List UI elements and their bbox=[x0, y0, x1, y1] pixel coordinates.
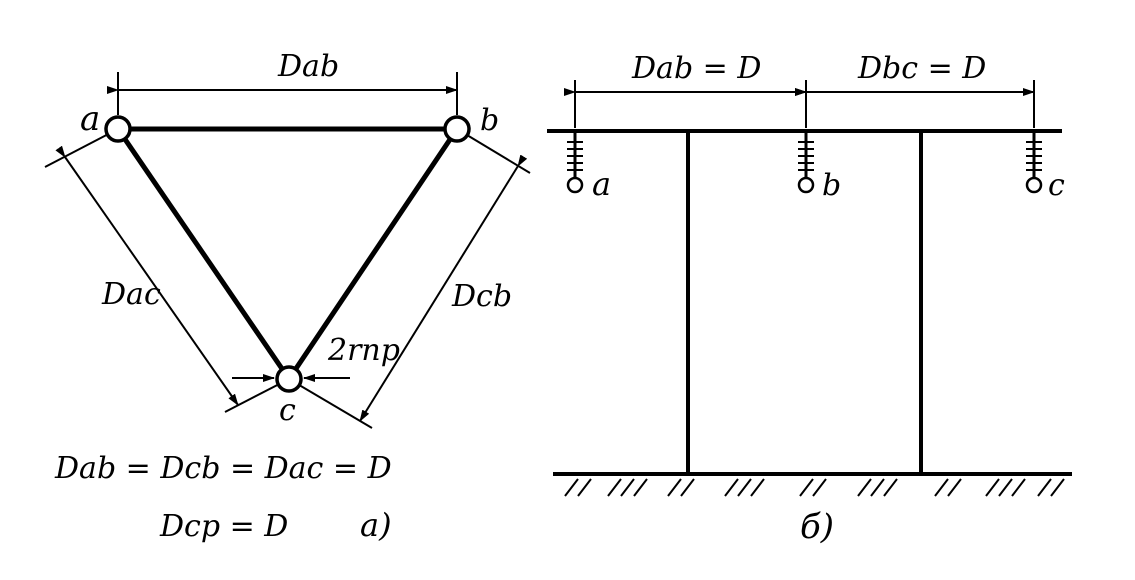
insulator-c bbox=[1025, 131, 1043, 194]
dimension-cb bbox=[288, 128, 531, 429]
conductor-b bbox=[443, 115, 471, 143]
insulator-a bbox=[566, 131, 584, 194]
equal-spacing-equation: Dab = Dcb = Dac = D bbox=[54, 451, 392, 486]
conductor-diameter-label: 2rпр bbox=[327, 333, 400, 368]
dimension-label-ab: Dab bbox=[277, 49, 339, 84]
phase-label-c: c bbox=[1048, 168, 1065, 203]
dimension-ac bbox=[44, 128, 290, 413]
conductor-c bbox=[275, 365, 303, 393]
node-label-b: b bbox=[480, 103, 499, 138]
insulator-b bbox=[797, 131, 815, 194]
ground-line bbox=[553, 472, 1072, 497]
caption-b: б) bbox=[800, 507, 834, 547]
conductor-span-ac bbox=[115, 127, 292, 381]
dimension-label-cb: Dcb bbox=[451, 279, 512, 314]
dimension-ab bbox=[107, 72, 458, 115]
dimension-label-ac: Dac bbox=[101, 277, 161, 312]
dimension-b-ab-bc bbox=[564, 80, 1035, 128]
phase-label-b: b bbox=[822, 168, 841, 203]
diagram-a-triangle-arrangement: a b c Dab Dac Dcb 2rпр Dab = Dcb = Dac =… bbox=[44, 49, 531, 544]
conductor-a bbox=[104, 115, 132, 143]
node-label-c: c bbox=[279, 393, 296, 428]
node-label-a: a bbox=[80, 99, 100, 139]
phase-label-a: a bbox=[592, 165, 611, 203]
caption-a: a) bbox=[360, 506, 392, 544]
dimension-label-b-bc: Dbc = D bbox=[857, 51, 986, 86]
diagram-b-horizontal-arrangement: Dab = D Dbc = D a b c б) bbox=[547, 51, 1072, 547]
mean-spacing-equation: Dср = D bbox=[159, 509, 288, 544]
dimension-label-b-ab: Dab = D bbox=[631, 51, 761, 86]
